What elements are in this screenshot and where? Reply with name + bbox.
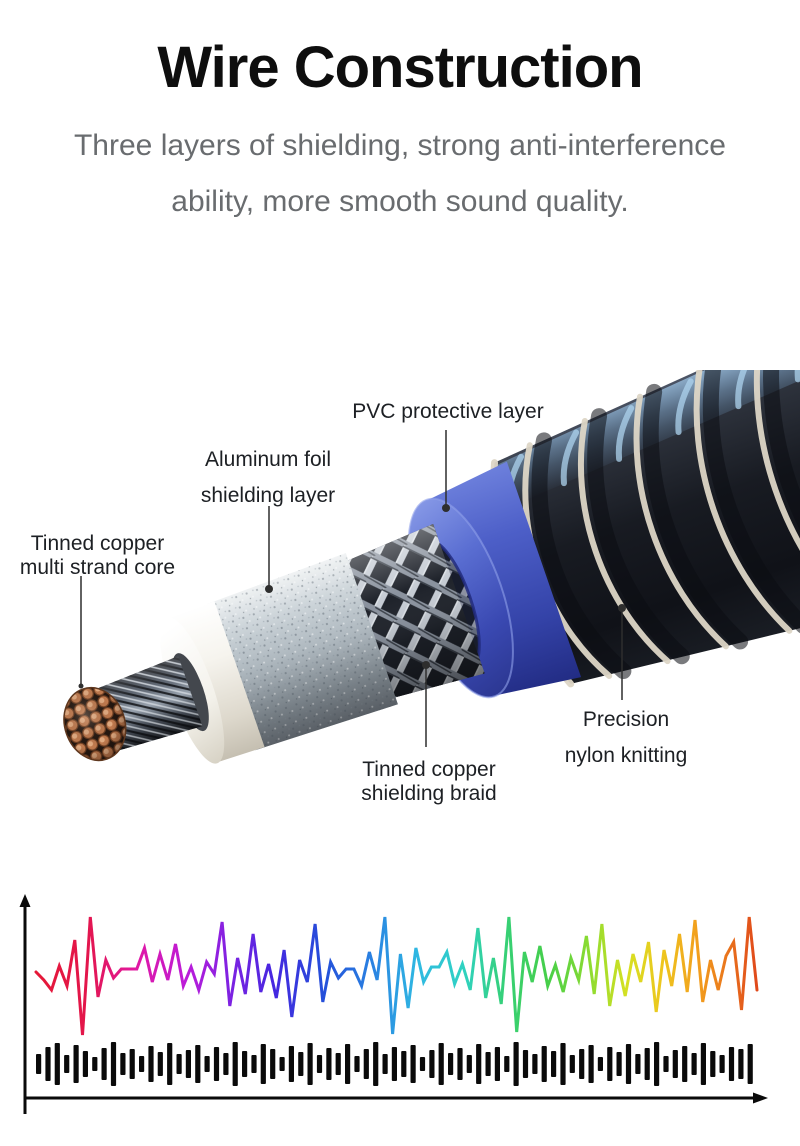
leader-core [78,576,84,689]
x-axis [25,1092,768,1104]
waveform-line [34,916,759,1036]
subtitle-line-2: ability, more smooth sound quality. [171,184,629,218]
cable-illustration [63,370,800,764]
waveform-figure [19,894,768,1114]
waveform-section [0,890,800,1146]
leader-nylon [618,604,626,700]
leader-lines [78,430,626,747]
foil-layer [207,552,398,751]
leader-aluminum [265,506,273,593]
page-subtitle: Three layers of shielding, strong anti-i… [0,118,800,229]
subtitle-line-1: Three layers of shielding, strong anti-i… [73,129,726,162]
leader-pvc [442,430,450,512]
copper-core-tip [63,686,127,762]
x-axis-arrow [753,1092,768,1104]
label-pvc-protective-layer: PVC protective layer [352,400,544,423]
y-axis [19,894,31,1114]
y-axis-arrow [19,894,31,907]
page-title: Wire Construction [157,35,643,100]
leader-braid [422,661,430,747]
waveform-bars [36,1042,753,1086]
